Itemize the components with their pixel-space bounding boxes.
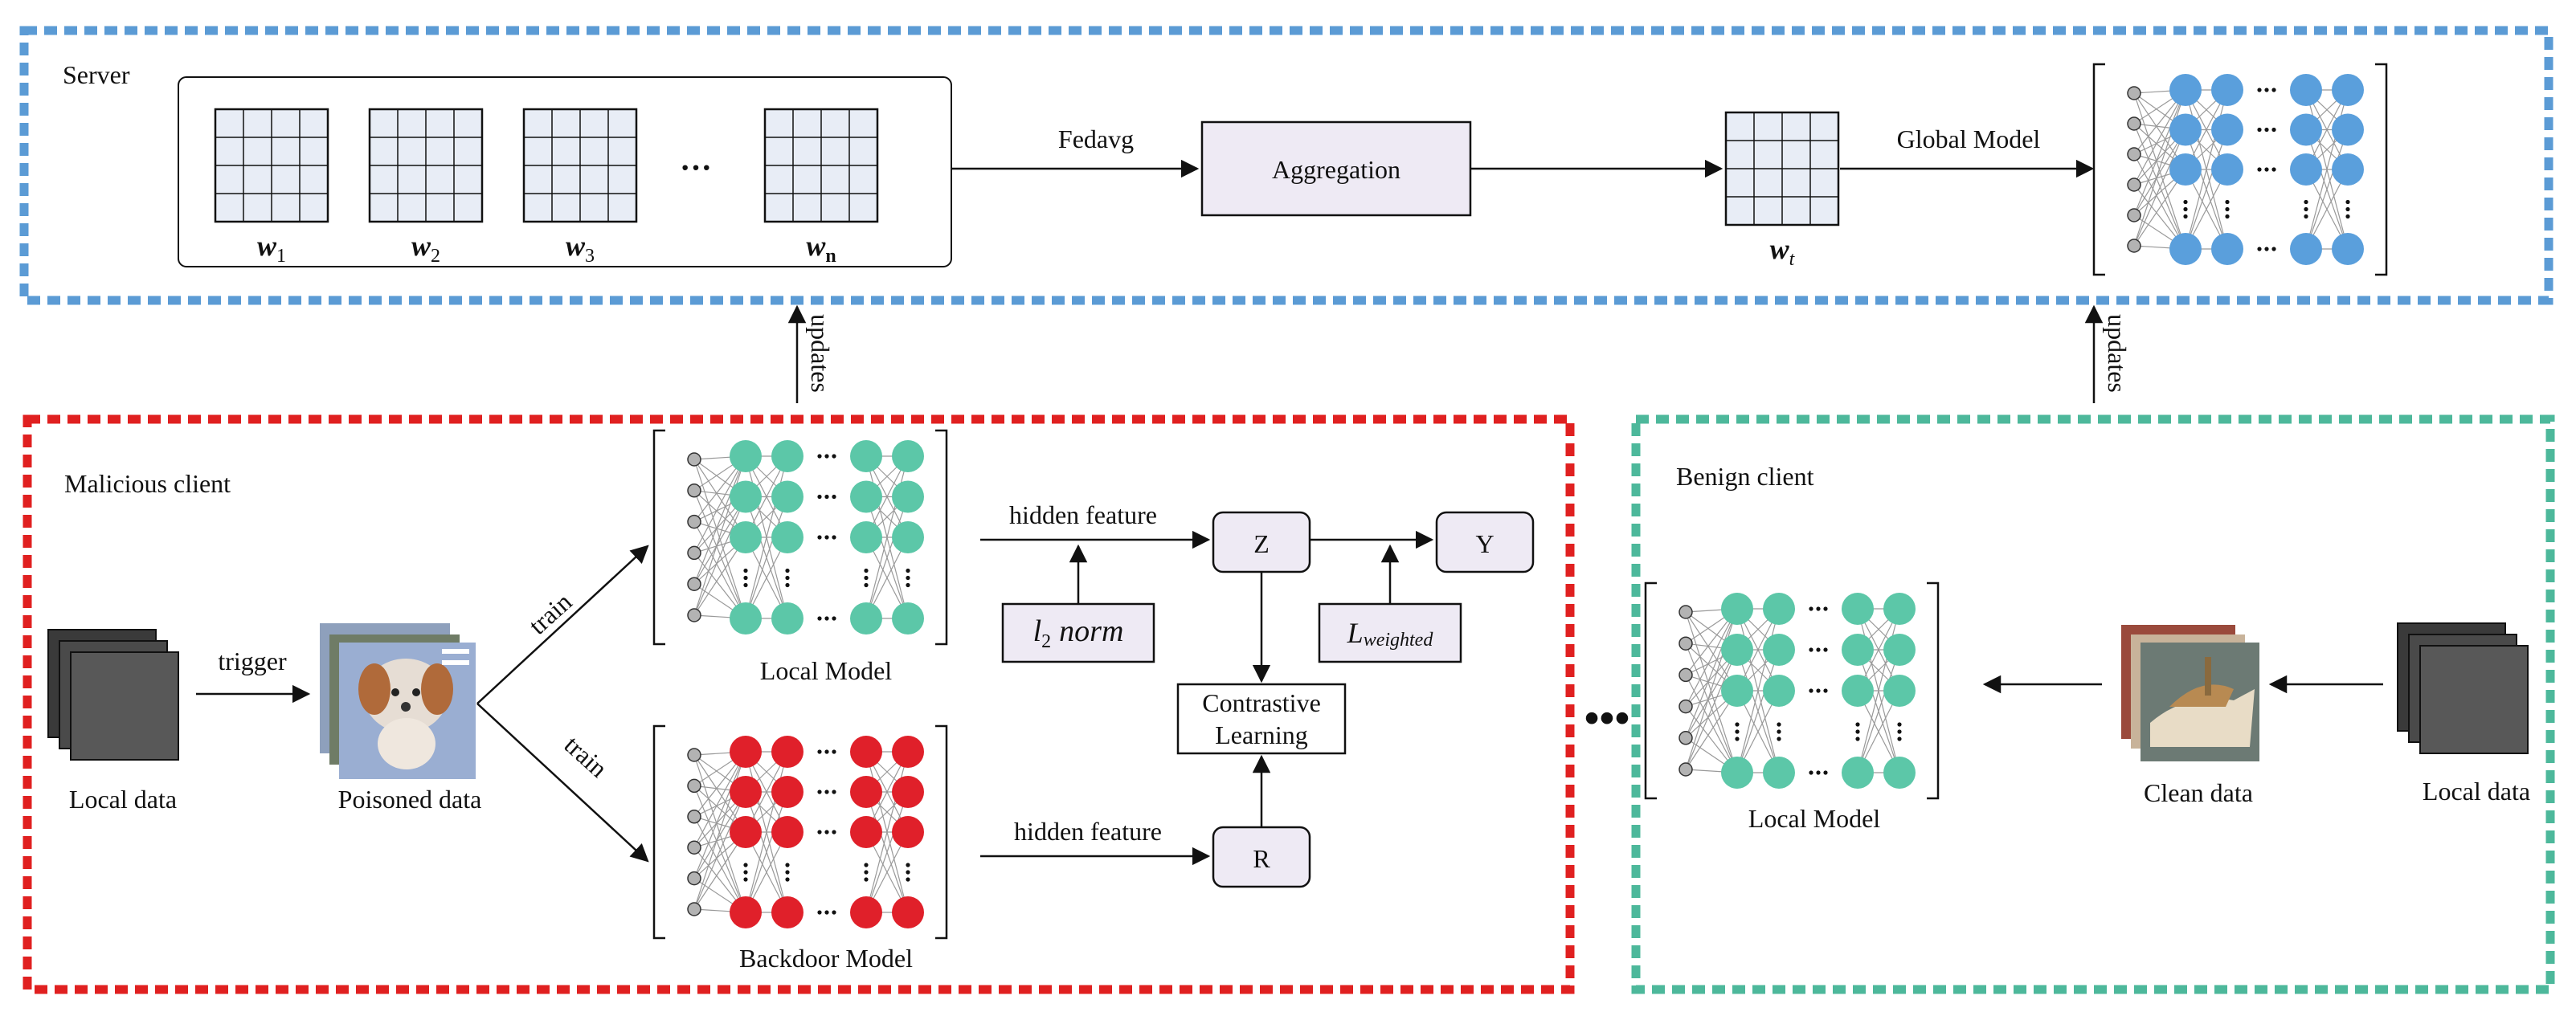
weight-matrix-w2 [368,108,484,223]
contrastive-learning-box [1176,683,1347,755]
weight-label-w2: w2 [411,230,440,267]
server-region [19,26,2554,305]
l-weighted-label: Lweighted [1347,617,1434,651]
benign-client-region [1631,414,2555,994]
server-label: Server [63,60,130,89]
between-clients-ellipsis: ••• [1584,694,1630,742]
fedavg-label: Fedavg [1058,124,1134,153]
aggregation-box [1200,120,1472,217]
weight-matrix-wn [763,108,879,223]
weight-label-w1: w1 [257,230,286,267]
updates-label-left: updates [806,314,835,393]
train-label-bottom: train [559,730,614,783]
backdoor-model-network [652,724,948,940]
weight-label-w3: w3 [566,230,595,267]
benign-client-label: Benign client [1676,462,1814,491]
weights-ellipsis: ··· [680,149,712,186]
l2-norm-box [1001,602,1155,663]
benign-local-model-network [1644,581,1940,800]
malicious-local-data-label: Local data [69,785,177,814]
y-label: Y [1475,529,1494,558]
malicious-client-region [22,414,1575,994]
weight-matrix-w3 [522,108,638,223]
trigger-label: trigger [218,647,287,675]
benign-local-model-label: Local Model [1748,804,1881,833]
contrastive-line-2: Learning [1215,720,1308,749]
clean-data-label: Clean data [2144,778,2253,807]
hidden-feature-label-bottom: hidden feature [1014,817,1162,846]
train-arrow-top [476,545,649,704]
poisoned-data-label: Poisoned data [338,785,482,814]
train-label-top: train [523,587,578,640]
r-box [1212,826,1311,888]
malicious-local-data-stack [47,629,179,761]
benign-local-data-label: Local data [2423,777,2530,806]
hidden-feature-label-top: hidden feature [1009,500,1157,529]
malicious-local-model-network [652,429,948,646]
aggregation-label: Aggregation [1272,155,1400,184]
contrastive-line-1: Contrastive [1202,688,1321,717]
r-label: R [1253,844,1270,873]
clean-data-images [2121,625,2259,761]
weight-label-wn: wn [806,230,836,267]
local-model-label: Local Model [760,656,893,685]
trigger-patch-icon [442,649,469,654]
z-label: Z [1253,529,1270,558]
benign-local-data-stack [2397,622,2529,754]
poisoned-data-images [320,623,476,779]
global-weight-label: wt [1770,233,1796,270]
l-weighted-box [1318,602,1462,663]
train-arrow-bottom [476,703,649,863]
weight-matrix-wt [1724,111,1840,226]
global-model-label: Global Model [1897,124,2041,153]
y-box [1435,511,1535,573]
updates-label-right: updates [2103,314,2132,393]
weight-matrix-w1 [214,108,329,223]
malicious-client-label: Malicious client [64,469,231,498]
backdoor-model-label: Backdoor Model [739,944,913,973]
global-model-network [2092,63,2388,276]
